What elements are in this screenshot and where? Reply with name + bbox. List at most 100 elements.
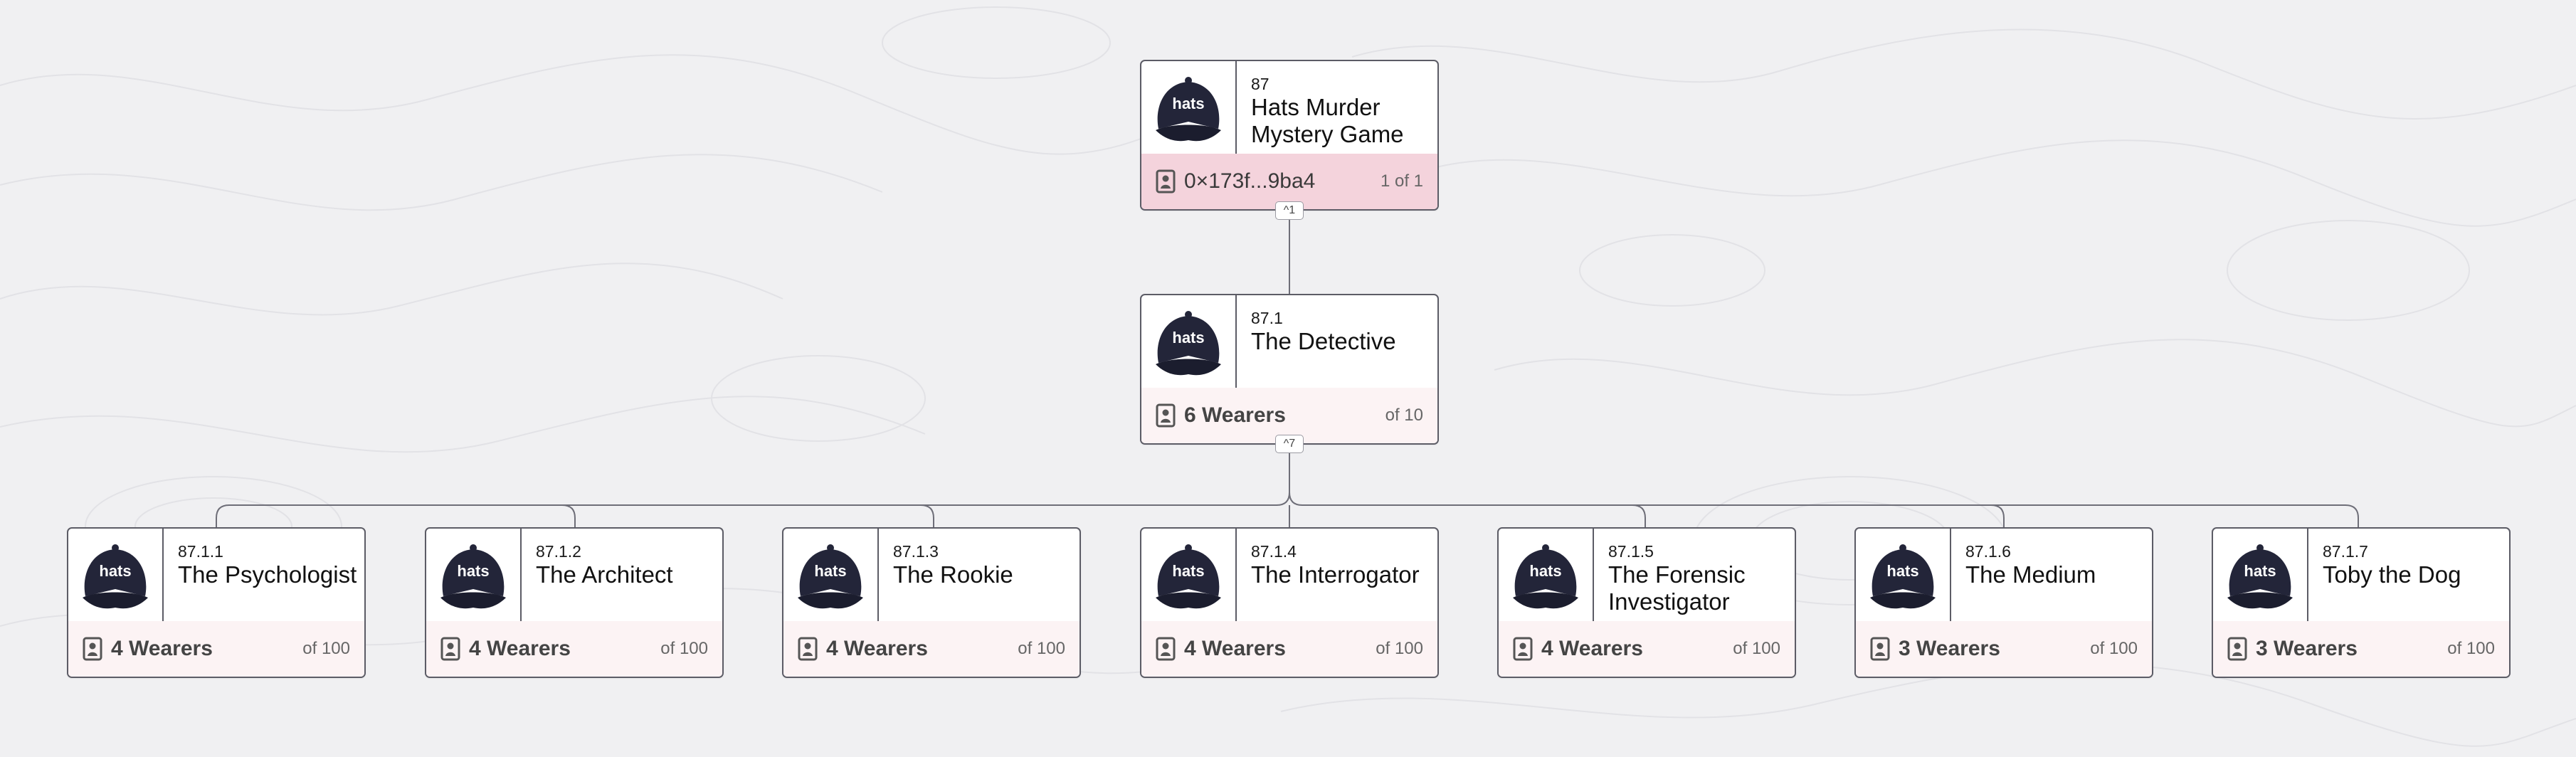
hat-card-header: hats 87.1.6 The Medium [1856,529,2152,623]
hat-card-87-1-3[interactable]: hats 87.1.3 The Rookie 4 Wearers of 100 [782,527,1081,678]
hat-card-header: hats 87 Hats Murder Mystery Game [1141,61,1437,155]
hats-cap-icon: hats [1856,529,1951,621]
hat-supply: of 100 [1733,639,1780,658]
edge-bus-right [1302,504,2359,528]
hats-cap-icon: hats [1141,295,1237,388]
hat-card-87-1-4[interactable]: hats 87.1.4 The Interrogator 4 Wearers o… [1140,527,1439,678]
hat-supply: of 100 [2090,639,2138,658]
hat-supply: of 100 [660,639,708,658]
wearer-badge-icon [1513,637,1533,661]
hat-wearers-bar[interactable]: 4 Wearers of 100 [1141,621,1437,677]
hat-wearers-bar[interactable]: 0×173f...9ba4 1 of 1 [1141,154,1437,209]
hat-wearers-bar[interactable]: 4 Wearers of 100 [783,621,1080,677]
hat-id: 87.1.3 [893,542,939,561]
hat-card-87-1-7[interactable]: hats 87.1.7 Toby the Dog 3 Wearers of 10… [2212,527,2511,678]
hat-wearers-bar[interactable]: 4 Wearers of 100 [426,621,722,677]
wearer-badge-icon [2227,637,2247,661]
hat-supply: of 100 [2447,639,2495,658]
hat-card-header: hats 87.1.1 The Psychologist [68,529,364,623]
hat-wearers-bar[interactable]: 4 Wearers of 100 [68,621,364,677]
hat-card-header: hats 87.1.4 The Interrogator [1141,529,1437,623]
hat-wearers-bar[interactable]: 4 Wearers of 100 [1499,621,1795,677]
hat-card-header: hats 87.1.3 The Rookie [783,529,1080,623]
edge-to-child-3 [920,504,934,528]
edge-detective-bus [216,445,1290,528]
hats-cap-icon: hats [1499,529,1594,621]
hat-id: 87.1 [1251,309,1283,327]
hat-id: 87.1.4 [1251,542,1297,561]
hat-supply: of 10 [1385,406,1423,425]
hats-cap-icon: hats [68,529,164,621]
hat-name: The Medium [1965,561,2096,588]
hat-wearers-bar[interactable]: 6 Wearers of 10 [1141,388,1437,443]
hat-card-87-1-5[interactable]: hats 87.1.5 The Forensic Investigator 4 … [1497,527,1796,678]
edge-bus-left-tail [1289,492,1303,506]
hat-card-87-1-2[interactable]: hats 87.1.2 The Architect 4 Wearers of 1… [425,527,724,678]
wearer-badge-icon [1870,637,1890,661]
svg-text:hats: hats [814,562,846,580]
wearers-count[interactable]: 4 Wearers [1541,637,1643,660]
hat-name: The Rookie [893,561,1013,588]
wearers-count[interactable]: 4 Wearers [826,637,928,660]
hats-cap-icon: hats [1141,61,1237,154]
svg-text:hats: hats [1172,562,1204,580]
edge-to-child-5 [1632,504,1646,528]
svg-text:hats: hats [1529,562,1561,580]
hat-id: 87.1.6 [1965,542,2011,561]
wearers-count[interactable]: 4 Wearers [469,637,571,660]
wearer-address[interactable]: 0×173f...9ba4 [1184,169,1316,193]
hat-name: The Architect [536,561,673,588]
hat-card-detective[interactable]: hats 87.1 The Detective 6 Wearers of 10 [1140,294,1439,445]
hat-name: Hats Murder Mystery Game [1251,94,1404,147]
hat-id: 87.1.5 [1608,542,1654,561]
hat-supply: 1 of 1 [1380,171,1423,191]
hat-id: 87 [1251,75,1269,93]
hat-card-header: hats 87.1.2 The Architect [426,529,722,623]
edge-to-child-6 [1990,504,2005,528]
hat-id: 87.1.1 [178,542,223,561]
hats-cap-icon: hats [2213,529,2308,621]
expand-children-toggle[interactable]: ^1 [1275,201,1304,220]
hat-name: The Interrogator [1251,561,1420,588]
hat-card-header: hats 87.1.5 The Forensic Investigator [1499,529,1795,623]
wearers-count[interactable]: 6 Wearers [1184,403,1286,427]
hat-card-header: hats 87.1 The Detective [1141,295,1437,389]
svg-text:hats: hats [1172,329,1204,346]
hat-name: Toby the Dog [2323,561,2461,588]
wearers-count[interactable]: 4 Wearers [111,637,213,660]
svg-text:hats: hats [99,562,131,580]
hats-cap-icon: hats [1141,529,1237,621]
svg-text:hats: hats [2244,562,2276,580]
hat-name: The Detective [1251,328,1396,354]
hat-card-87-1-6[interactable]: hats 87.1.6 The Medium 3 Wearers of 100 [1854,527,2153,678]
hat-id: 87.1.7 [2323,542,2368,561]
wearer-badge-icon [798,637,818,661]
wearer-badge-icon [83,637,102,661]
wearers-count[interactable]: 4 Wearers [1184,637,1286,660]
hats-cap-icon: hats [426,529,522,621]
svg-text:hats: hats [1886,562,1918,580]
hat-name: The Psychologist [178,561,357,588]
hats-cap-icon: hats [783,529,879,621]
wearer-badge-icon [1156,169,1176,194]
svg-text:hats: hats [457,562,489,580]
hat-card-header: hats 87.1.7 Toby the Dog [2213,529,2509,623]
hat-wearers-bar[interactable]: 3 Wearers of 100 [1856,621,2152,677]
hat-card-root[interactable]: hats 87 Hats Murder Mystery Game 0×173f.… [1140,60,1439,211]
hat-wearers-bar[interactable]: 3 Wearers of 100 [2213,621,2509,677]
edge-to-child-2 [561,504,576,528]
hat-name: The Forensic Investigator [1608,561,1746,615]
hat-supply: of 100 [1018,639,1065,658]
wearers-count[interactable]: 3 Wearers [1899,637,2000,660]
wearer-badge-icon [1156,637,1176,661]
hat-id: 87.1.2 [536,542,581,561]
wearers-count[interactable]: 3 Wearers [2256,637,2358,660]
wearer-badge-icon [1156,403,1176,428]
hat-supply: of 100 [302,639,350,658]
hat-supply: of 100 [1376,639,1423,658]
hat-card-87-1-1[interactable]: hats 87.1.1 The Psychologist 4 Wearers o… [67,527,366,678]
expand-children-toggle[interactable]: ^7 [1275,435,1304,453]
wearer-badge-icon [440,637,460,661]
svg-text:hats: hats [1172,95,1204,112]
